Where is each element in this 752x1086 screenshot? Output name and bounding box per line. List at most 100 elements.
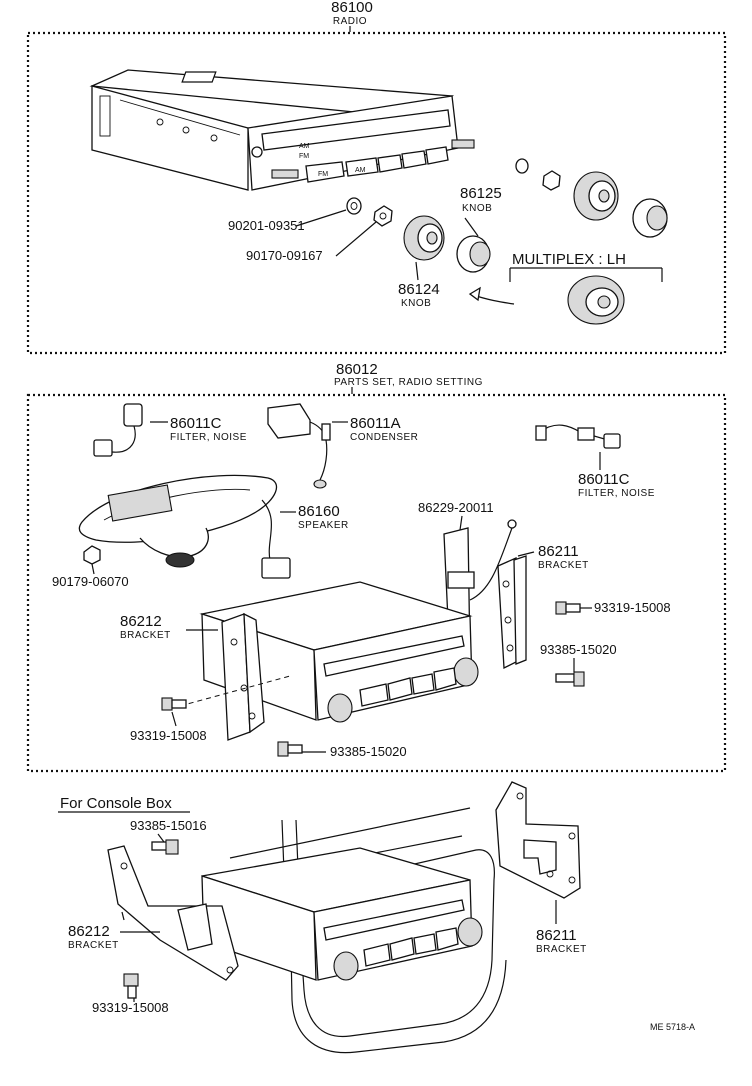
bolt-left-alignment — [179, 675, 291, 707]
radio-side-hole — [156, 118, 164, 126]
bolt-left-1-icon — [161, 697, 187, 711]
knob-86125[interactable] — [456, 235, 491, 273]
noise-filter-right[interactable] — [535, 424, 621, 449]
condenser[interactable] — [267, 403, 331, 489]
drawing-code: ME 5718-A — [650, 1022, 695, 1032]
radio-top-vent — [181, 71, 217, 83]
bracket-right[interactable] — [497, 555, 527, 670]
bolt-right-1-callout: 93319-15008 — [594, 600, 671, 615]
speaker[interactable] — [78, 474, 291, 579]
radio-dial-am: AM — [299, 143, 310, 150]
console-bolt-bottom-icon — [123, 973, 139, 999]
bolt-left-2-icon — [277, 741, 303, 757]
bolt-right-1-icon — [555, 601, 581, 615]
knob-right-inner[interactable] — [632, 198, 668, 238]
filter-right-name: FILTER, NOISE — [578, 488, 655, 499]
filter-left-number: 86011C — [170, 415, 222, 432]
knob-86125-leader — [464, 217, 479, 237]
radio-preset-button[interactable] — [377, 154, 403, 173]
radio-side-bracket — [99, 95, 111, 137]
bolt-right-2-icon — [555, 671, 585, 687]
speaker-number: 86160 — [298, 503, 340, 520]
radio-part-name: RADIO — [333, 16, 367, 27]
parts-set-section: 86012 PARTS SET, RADIO SETTING 86011C FI… — [26, 361, 727, 773]
radio-side-detail — [119, 99, 241, 136]
bracket-right-number: 86211 — [538, 543, 579, 560]
washer-callout: 90201-09351 — [228, 218, 305, 233]
console-heading: For Console Box — [60, 795, 172, 812]
condenser-name: CONDENSER — [350, 432, 418, 443]
knob-86124-name: KNOB — [401, 298, 431, 309]
knob-86124-number: 86124 — [398, 281, 440, 298]
nut-callout: 90170-09167 — [246, 248, 323, 263]
bolt-left-2-callout: 93385-15020 — [330, 744, 407, 759]
ground-leader — [459, 515, 463, 531]
bracket-left[interactable] — [221, 612, 265, 741]
console-bolt-top-leader — [157, 833, 165, 843]
knob-right-outer[interactable] — [573, 171, 619, 221]
radio-part-number: 86100 — [331, 0, 373, 16]
console-bracket-right[interactable] — [495, 781, 581, 899]
nut-hole — [379, 212, 387, 220]
bracket-left-name: BRACKET — [120, 630, 171, 641]
radio-preset-button[interactable] — [425, 146, 449, 165]
radio-side-hole — [182, 126, 190, 134]
radio-section: 86100 RADIO AM FM FM AM — [26, 0, 727, 355]
speaker-nut-icon — [83, 545, 101, 565]
radio-preset-am[interactable] — [345, 157, 379, 177]
speaker-name: SPEAKER — [298, 520, 349, 531]
console-bracket-left-number: 86212 — [68, 923, 110, 940]
knob-86124-leader — [415, 261, 419, 281]
radio-power-knob[interactable] — [251, 146, 263, 158]
parts-set-name: PARTS SET, RADIO SETTING — [334, 377, 483, 388]
parts-set-frame — [26, 393, 727, 773]
bolt-left-1-callout: 93319-15008 — [130, 728, 207, 743]
nut-icon — [542, 170, 561, 191]
radio-dial-window — [261, 109, 451, 151]
radio-group-frame — [26, 31, 727, 355]
noise-filter-left[interactable] — [93, 403, 143, 457]
speaker-nut-callout: 90179-06070 — [52, 574, 129, 589]
console-bracket-right-name: BRACKET — [536, 944, 587, 955]
ground-callout: 86229-20011 — [418, 500, 494, 515]
radio-unit-console[interactable] — [201, 847, 483, 981]
console-bracket-right-number: 86211 — [536, 927, 577, 944]
console-bolt-top-icon — [151, 839, 179, 855]
radio-left-shaft — [271, 169, 299, 179]
speaker-nut-leader — [91, 563, 95, 575]
bracket-right-leader — [517, 551, 535, 557]
console-frame — [229, 807, 495, 1038]
bolt-left-1-leader — [171, 711, 177, 727]
knob-multiplex[interactable] — [567, 275, 625, 325]
console-bracket-left[interactable] — [107, 845, 239, 981]
radio-unit[interactable]: AM FM FM AM — [89, 69, 475, 191]
radio-right-shaft — [451, 139, 475, 149]
radio-side-hole — [210, 134, 218, 142]
console-frame-outer — [289, 899, 507, 1054]
console-bolt-bottom-callout: 93319-15008 — [92, 1000, 169, 1015]
parts-set-number: 86012 — [336, 361, 378, 378]
nut-leader — [335, 221, 377, 257]
bolt-right-2-callout: 93385-15020 — [540, 642, 617, 657]
multiplex-label: MULTIPLEX : LH — [512, 251, 626, 268]
knob-86125-number: 86125 — [460, 185, 502, 202]
filter-right-number: 86011C — [578, 471, 630, 488]
radio-side-face — [91, 85, 249, 191]
washer-hole — [350, 202, 358, 210]
washer-icon — [515, 158, 529, 174]
console-section: For Console Box — [58, 781, 587, 1054]
arrow-head-icon — [468, 286, 481, 302]
radio-preset-am-label: AM — [355, 167, 366, 174]
filter-left-name: FILTER, NOISE — [170, 432, 247, 443]
washer-leader — [295, 209, 347, 227]
bracket-left-number: 86212 — [120, 613, 162, 630]
knob-86124[interactable] — [403, 215, 445, 261]
console-bracket-left-tick — [121, 911, 125, 921]
knob-86125-name: KNOB — [462, 203, 492, 214]
radio-preset-fm[interactable] — [305, 161, 345, 183]
radio-preset-button[interactable] — [401, 150, 427, 169]
nut-icon — [373, 205, 393, 227]
washer-icon — [346, 197, 362, 215]
bracket-right-name: BRACKET — [538, 560, 589, 571]
